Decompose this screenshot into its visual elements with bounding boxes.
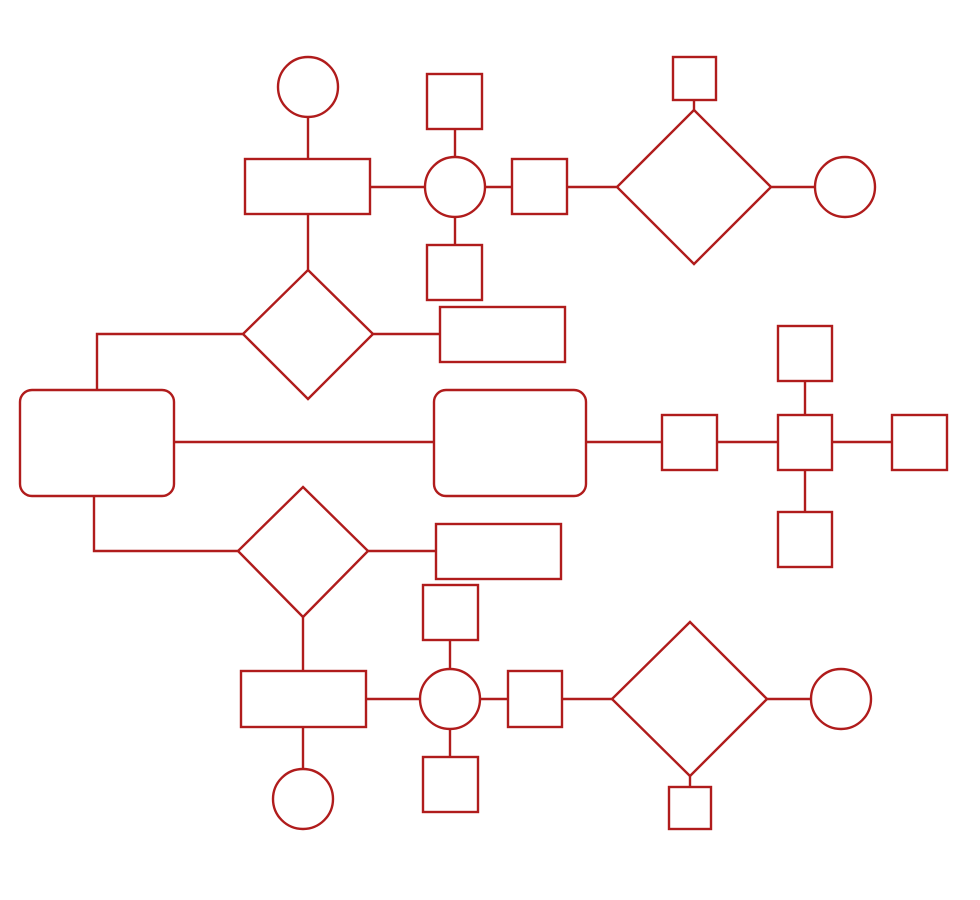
square-node bbox=[506, 669, 564, 729]
square-node bbox=[671, 55, 718, 102]
terminal-circle bbox=[813, 155, 877, 219]
square-node bbox=[421, 583, 480, 642]
square-node bbox=[421, 755, 480, 814]
rounded-process-box bbox=[432, 388, 588, 498]
process-box bbox=[243, 157, 372, 216]
square-node bbox=[425, 72, 484, 131]
process-box bbox=[239, 669, 368, 729]
square-node bbox=[890, 413, 949, 472]
terminal-circle bbox=[271, 767, 335, 831]
square-node bbox=[660, 413, 719, 472]
connector bbox=[95, 332, 243, 390]
connector-circle bbox=[423, 155, 487, 219]
rounded-process-box bbox=[18, 388, 176, 498]
decision-diamond bbox=[615, 108, 773, 266]
connector bbox=[92, 496, 238, 553]
process-box bbox=[438, 305, 567, 364]
square-node bbox=[776, 324, 834, 383]
decision-diamond bbox=[236, 485, 370, 619]
square-node bbox=[776, 413, 834, 472]
process-box bbox=[434, 522, 563, 581]
connector-circle bbox=[418, 667, 482, 731]
decision-diamond bbox=[610, 620, 769, 778]
square-node bbox=[425, 243, 484, 302]
terminal-circle bbox=[276, 55, 340, 119]
terminal-circle bbox=[809, 667, 873, 731]
shapes bbox=[18, 55, 949, 831]
connectors bbox=[92, 100, 892, 787]
square-node bbox=[776, 510, 834, 569]
decision-diamond bbox=[241, 268, 375, 401]
square-node bbox=[667, 785, 713, 831]
square-node bbox=[510, 157, 569, 216]
